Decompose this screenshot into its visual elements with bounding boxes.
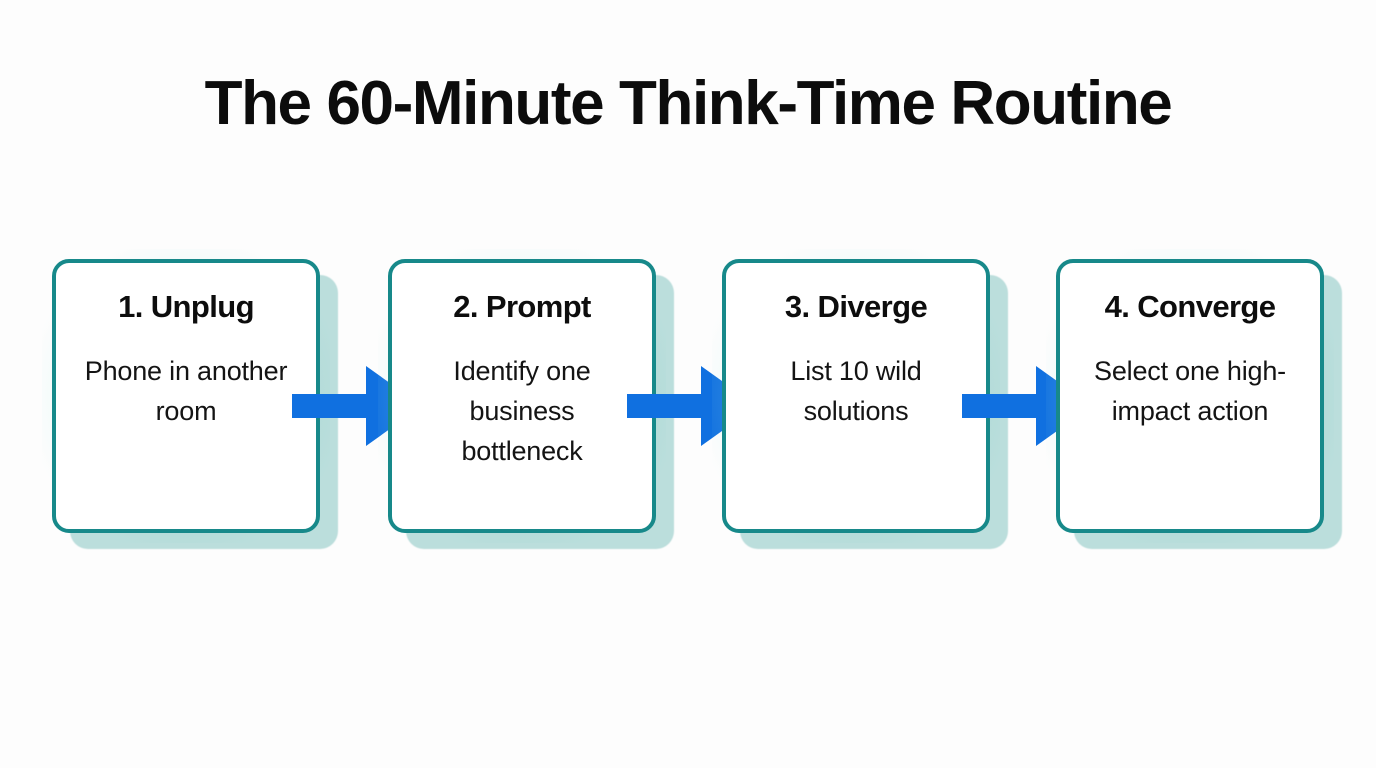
step-card-body-4[interactable]: 4. Converge Select one high-impact actio… — [1056, 259, 1324, 533]
step-heading-4: 4. Converge — [1104, 289, 1276, 324]
step-body-1: Phone in another room — [84, 355, 288, 426]
step-card-3[interactable]: 3. Diverge List 10 wild solutions — [712, 249, 1008, 549]
step-card-1[interactable]: 1. Unplug Phone in another room — [42, 249, 338, 549]
step-heading-3: 3. Diverge — [784, 289, 928, 324]
step-heading-2: 2. Prompt — [453, 289, 591, 324]
step-body-2: Identify one business bottleneck — [453, 355, 591, 466]
step-card-4[interactable]: 4. Converge Select one high-impact actio… — [1046, 249, 1342, 549]
step-body-3: List 10 wild solutions — [790, 355, 922, 426]
step-card-body-2[interactable]: 2. Prompt Identify one business bottlene… — [388, 259, 656, 533]
step-card-body-1[interactable]: 1. Unplug Phone in another room — [52, 259, 320, 533]
step-card-body-3[interactable]: 3. Diverge List 10 wild solutions — [722, 259, 990, 533]
page-title: The 60-Minute Think-Time Routine — [204, 68, 1173, 138]
step-body-4: Select one high-impact action — [1094, 355, 1286, 426]
step-heading-1: 1. Unplug — [118, 289, 254, 324]
step-card-2[interactable]: 2. Prompt Identify one business bottlene… — [378, 249, 674, 549]
